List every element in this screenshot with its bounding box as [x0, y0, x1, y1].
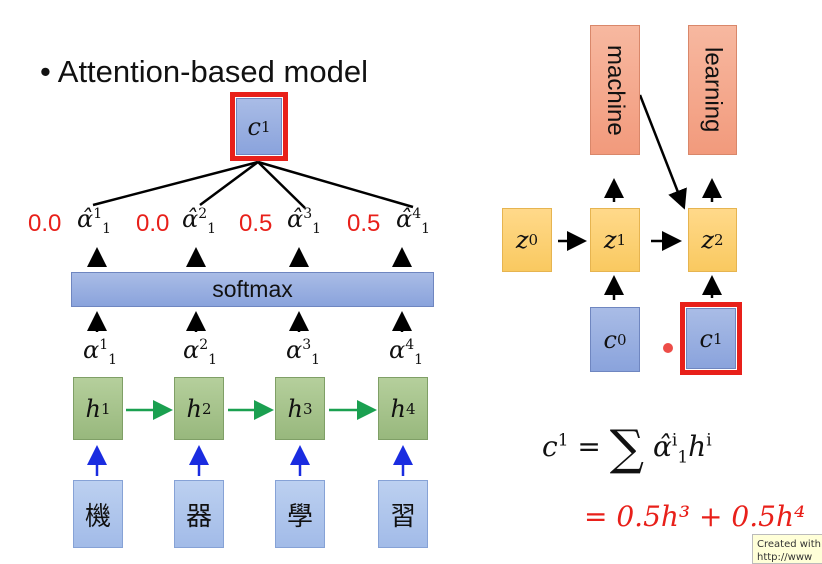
tooltip: Created with http://www — [752, 534, 822, 564]
alpha-hat-4: α̂41 — [396, 205, 431, 237]
blue-arrows — [87, 445, 413, 476]
input-char-4: 習 — [378, 480, 428, 548]
weight-3: 0.5 — [239, 210, 273, 237]
softmax-bar: softmax — [71, 272, 434, 307]
up-arrows — [87, 94, 722, 332]
alpha-hat-1: α̂11 — [77, 205, 112, 237]
formula-line-1: c1 = ∑ α̂i1hi — [542, 420, 712, 476]
weight-1: 0.0 — [28, 210, 62, 237]
alpha-3: α31 — [286, 336, 321, 368]
output-learning: learning — [688, 25, 737, 155]
weight-4: 0.5 — [347, 210, 381, 237]
slide-title: • Attention-based model — [40, 54, 368, 89]
input-char-3: 學 — [275, 480, 325, 548]
output-machine: machine — [590, 25, 640, 155]
alpha-1: α11 — [83, 336, 118, 368]
cursor-dot — [663, 343, 673, 353]
alpha-2: α21 — [183, 336, 218, 368]
formula-line-2: = 0.5h³ + 0.5h⁴ — [584, 500, 806, 533]
input-char-1: 機 — [73, 480, 123, 548]
weight-2: 0.0 — [136, 210, 170, 237]
input-char-2: 器 — [174, 480, 224, 548]
context-c1-highlight — [680, 302, 742, 375]
context-highlight — [230, 92, 288, 161]
alpha-hat-3: α̂31 — [287, 205, 322, 237]
alpha-hat-2: α̂21 — [182, 205, 217, 237]
alpha-4: α41 — [389, 336, 424, 368]
attention-lines — [92, 160, 414, 209]
title-text: Attention-based model — [57, 54, 368, 89]
